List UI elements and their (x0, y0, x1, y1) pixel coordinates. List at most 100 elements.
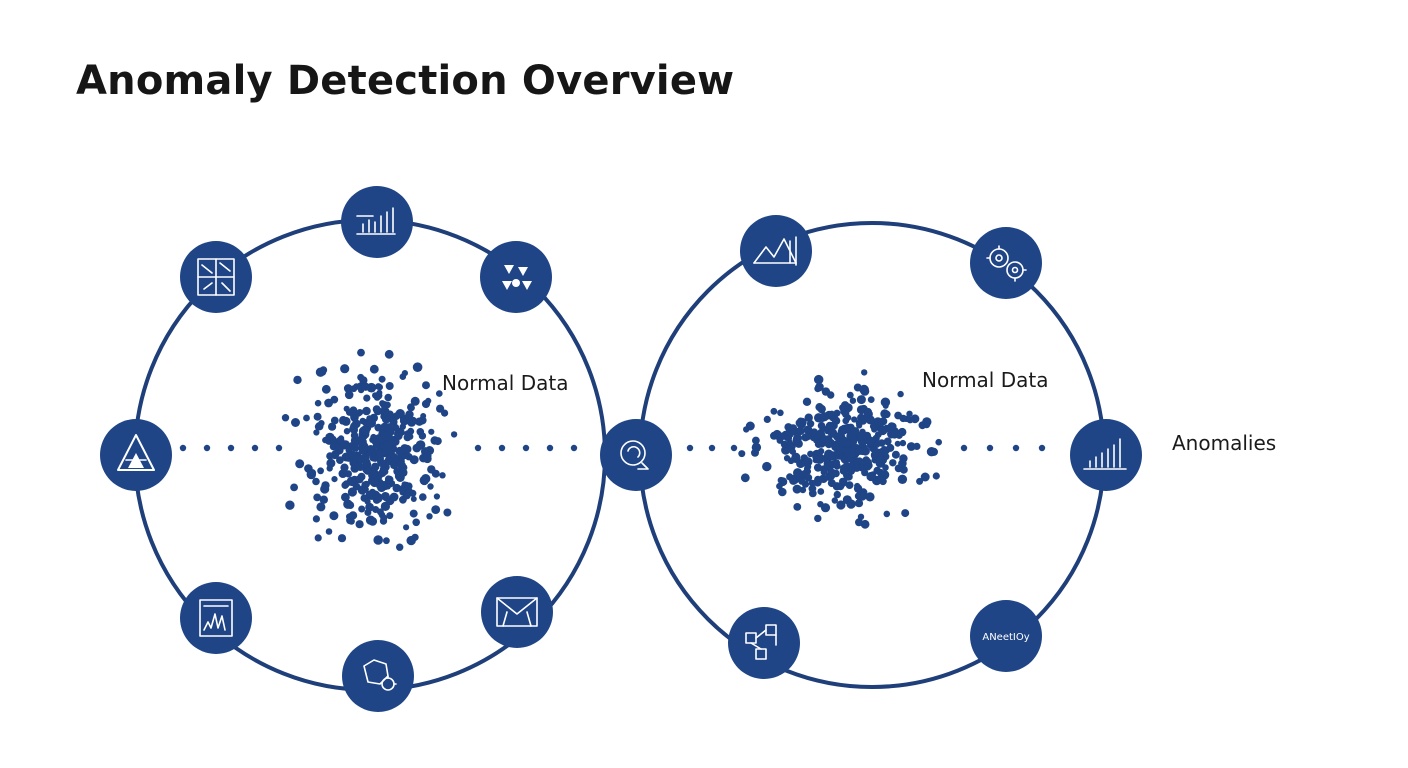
connector-dot (1038, 444, 1046, 452)
gears-icon[interactable] (970, 227, 1042, 299)
data-point (842, 424, 852, 433)
data-point (441, 409, 449, 417)
connector-dot (546, 444, 554, 452)
data-point (829, 454, 836, 461)
data-point (402, 444, 412, 454)
connector-dot (708, 444, 716, 452)
link-cycle-icon[interactable] (600, 419, 672, 491)
network-cluster-icon[interactable] (480, 241, 552, 313)
data-point (901, 509, 910, 518)
data-point (386, 439, 396, 449)
histogram-report-icon[interactable] (180, 582, 252, 654)
data-point (321, 384, 331, 394)
data-point (803, 457, 813, 467)
data-point (879, 426, 886, 433)
data-point (322, 436, 329, 444)
data-point (383, 537, 390, 545)
data-point (820, 465, 829, 474)
data-point (318, 420, 325, 427)
data-point (373, 535, 384, 545)
connector-dot (686, 444, 694, 452)
bar-chart-icon[interactable] (1070, 419, 1142, 491)
data-point (906, 416, 914, 424)
data-point (346, 476, 356, 486)
data-point (372, 506, 380, 513)
data-point (841, 437, 851, 447)
data-point (763, 415, 771, 423)
data-point (439, 472, 446, 479)
data-point (846, 499, 856, 509)
data-point (814, 385, 822, 393)
data-point (889, 459, 897, 467)
envelope-chart-icon[interactable] (481, 576, 553, 648)
mountain-chart-icon[interactable] (740, 215, 812, 287)
data-point (807, 450, 814, 458)
data-point (420, 413, 427, 419)
anomaly-text-icon[interactable]: ANeetIOy (970, 600, 1042, 672)
data-point (772, 429, 782, 439)
data-point (331, 476, 338, 483)
data-point (436, 390, 443, 397)
data-point (820, 503, 831, 513)
data-point (826, 466, 834, 474)
data-point (810, 428, 819, 437)
data-point (376, 384, 383, 391)
data-point (821, 387, 831, 396)
data-point (355, 410, 362, 417)
data-point (814, 514, 822, 523)
data-point (329, 511, 339, 521)
data-point (856, 431, 866, 441)
data-point (290, 483, 298, 492)
data-point (828, 410, 836, 418)
data-point (817, 421, 826, 430)
data-point (906, 442, 916, 451)
data-point (433, 493, 440, 500)
data-point (860, 386, 870, 396)
warning-triangle-icon[interactable] (100, 419, 172, 491)
data-point (808, 484, 817, 493)
data-point (743, 426, 750, 433)
scatter-grid-icon[interactable] (180, 241, 252, 313)
data-point (842, 417, 850, 425)
data-point (345, 446, 353, 454)
data-point (880, 409, 890, 419)
data-point (792, 484, 802, 494)
data-point (328, 422, 337, 431)
data-point (355, 438, 363, 446)
data-point (836, 500, 846, 510)
data-point (819, 434, 828, 443)
data-point (380, 422, 390, 432)
data-point (389, 492, 399, 502)
data-point (851, 427, 860, 435)
data-point (382, 494, 390, 502)
gear-cluster-icon[interactable] (342, 640, 414, 712)
data-point (824, 440, 833, 449)
data-point (431, 505, 441, 514)
data-point (855, 518, 863, 527)
data-point (874, 431, 882, 438)
data-point (354, 462, 362, 470)
data-point (403, 524, 410, 531)
data-point (362, 486, 369, 493)
data-point (369, 364, 379, 374)
connector-dot (1012, 444, 1020, 452)
data-point (375, 452, 384, 461)
data-point (899, 439, 907, 447)
data-point (831, 422, 838, 430)
data-point (839, 404, 847, 412)
data-point (852, 457, 862, 466)
data-point (864, 463, 872, 471)
data-point (827, 428, 838, 438)
data-point (443, 508, 452, 517)
data-point (865, 415, 875, 425)
data-point (295, 459, 305, 469)
data-point (762, 461, 772, 472)
data-point (403, 452, 410, 460)
data-point (409, 416, 418, 425)
data-point (817, 404, 826, 414)
workflow-icon[interactable] (728, 607, 800, 679)
bar-chart-icon[interactable] (341, 186, 413, 258)
data-point (894, 440, 901, 447)
data-point (330, 416, 339, 425)
data-point (895, 431, 903, 439)
